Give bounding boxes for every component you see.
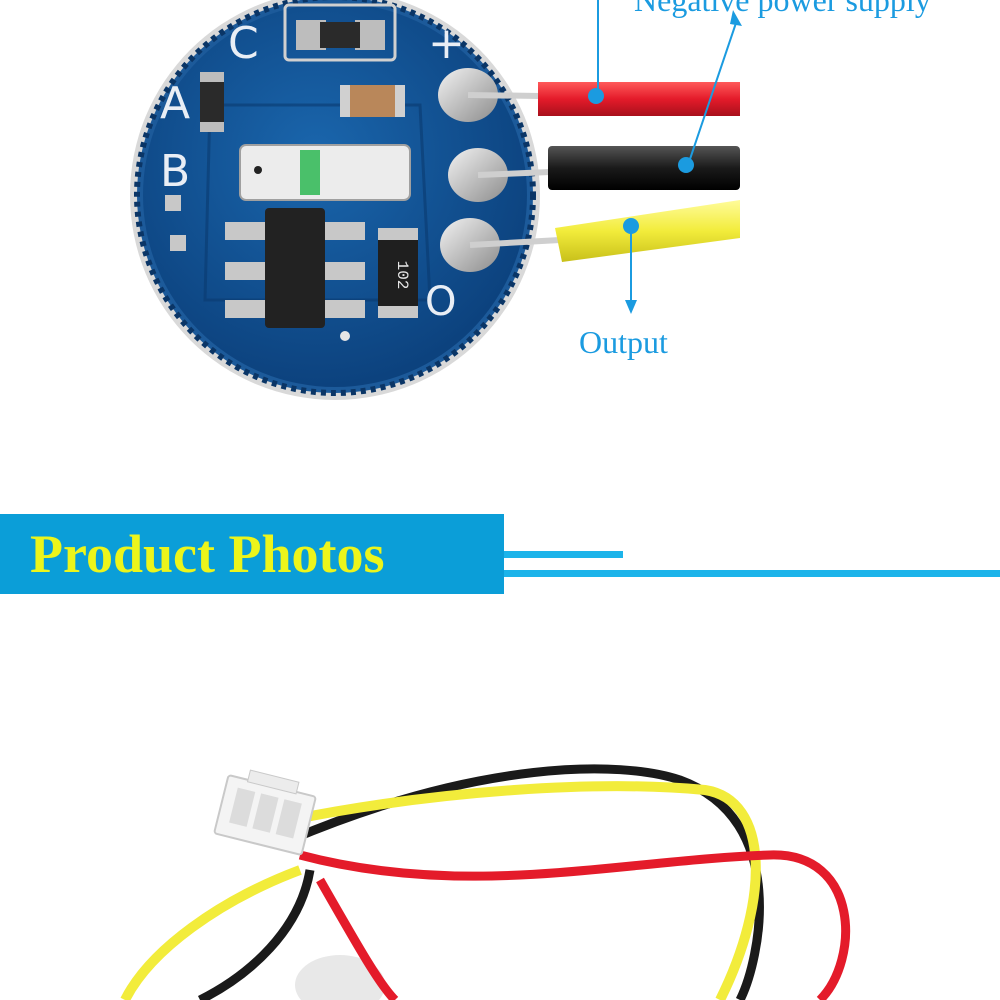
callout-pointers (588, 0, 742, 314)
banner-divider-short (504, 551, 623, 558)
pcb-board: 102 C + A B O (130, 0, 540, 400)
silk-b: B (160, 146, 190, 197)
jst-connector (213, 769, 317, 856)
cable-photo (120, 764, 850, 1000)
negative-power-supply-label: Negative power supply (634, 0, 931, 18)
resistor-marking: 102 (393, 261, 411, 290)
banner-divider-long (504, 570, 1000, 577)
section-banner: Product Photos (0, 514, 504, 594)
output-label: Output (579, 324, 668, 360)
silk-c: C (228, 18, 259, 69)
board-wires (467, 82, 740, 262)
section-title: Product Photos (30, 524, 385, 584)
silk-plus: + (428, 18, 465, 69)
silk-a: A (160, 78, 190, 129)
silk-o: O (425, 279, 456, 325)
